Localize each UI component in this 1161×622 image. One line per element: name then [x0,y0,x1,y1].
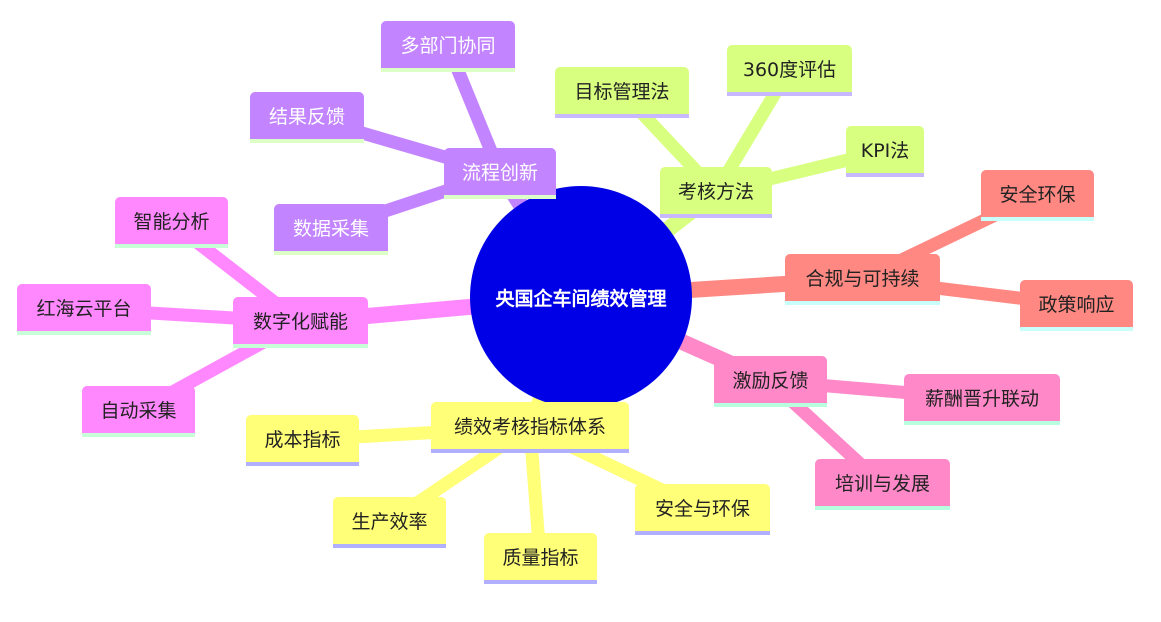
leaf-pay-promotion[interactable]: 薪酬晋升联动 [904,374,1060,425]
leaf-quality[interactable]: 质量指标 [484,533,597,584]
leaf-policy-response[interactable]: 政策响应 [1020,280,1133,331]
branch-indicators[interactable]: 绩效考核指标体系 [431,402,629,453]
branch-method[interactable]: 考核方法 [660,167,772,218]
leaf-multi-dept[interactable]: 多部门协同 [381,21,515,72]
branch-process[interactable]: 流程创新 [444,148,556,199]
leaf-mbo[interactable]: 目标管理法 [555,67,689,118]
leaf-safety-env-indicator[interactable]: 安全与环保 [635,484,770,535]
root-node[interactable]: 央国企车间绩效管理 [470,186,692,408]
leaf-data-collection[interactable]: 数据采集 [274,204,388,255]
leaf-smart-analysis[interactable]: 智能分析 [115,197,228,248]
leaf-honghaiyun[interactable]: 红海云平台 [17,284,151,335]
leaf-safety-env[interactable]: 安全环保 [981,170,1094,221]
branch-digital[interactable]: 数字化赋能 [233,297,368,348]
leaf-360[interactable]: 360度评估 [727,45,852,96]
leaf-kpi[interactable]: KPI法 [846,126,924,177]
leaf-training[interactable]: 培训与发展 [815,459,950,510]
leaf-efficiency[interactable]: 生产效率 [333,497,446,548]
leaf-result-feedback[interactable]: 结果反馈 [250,92,364,143]
leaf-auto-collect[interactable]: 自动采集 [82,386,195,437]
branch-compliance[interactable]: 合规与可持续 [785,254,940,305]
branch-incentive[interactable]: 激励反馈 [714,356,827,407]
leaf-cost[interactable]: 成本指标 [246,415,359,466]
